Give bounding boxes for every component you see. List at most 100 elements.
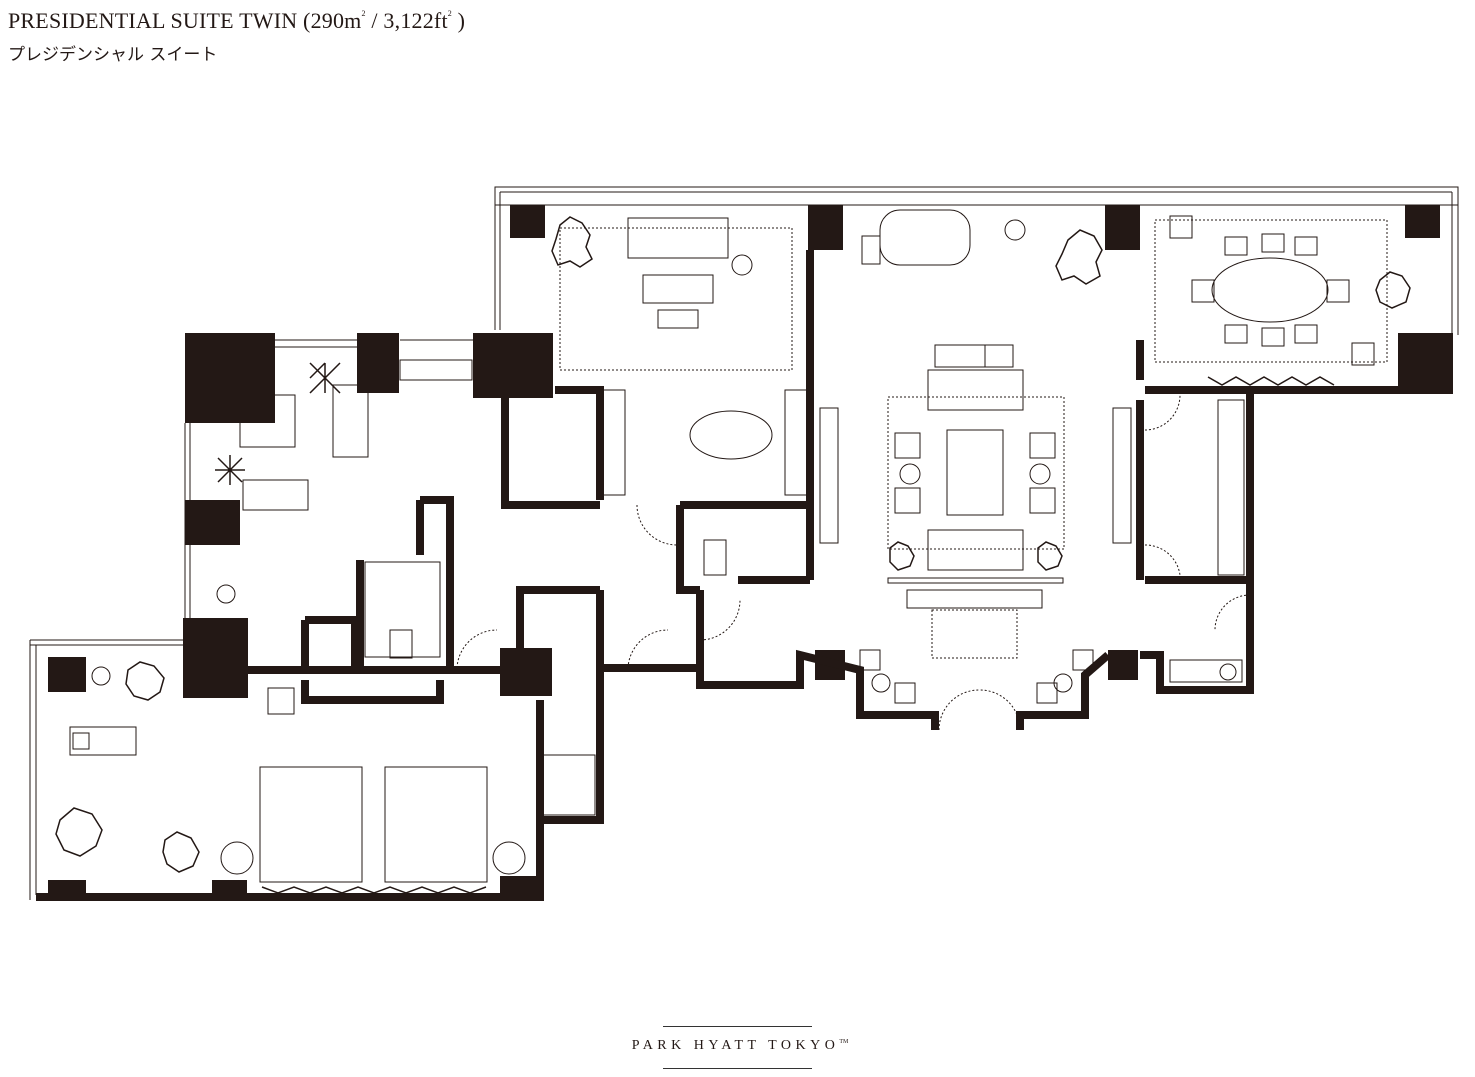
plan-element [1398, 333, 1453, 393]
plan-element [500, 648, 552, 696]
plan-element [819, 407, 839, 544]
plan-element [69, 726, 137, 756]
plan-element [48, 657, 86, 692]
plan-element [55, 807, 103, 857]
plan-element [861, 235, 881, 265]
plan-element [1191, 279, 1215, 303]
plan-element [1294, 236, 1318, 256]
plan-element [125, 661, 165, 701]
plan-element [894, 682, 916, 704]
plan-element [1211, 257, 1329, 323]
plan-element [1108, 650, 1138, 680]
footer-rule-top [663, 1026, 812, 1027]
plan-element [162, 831, 200, 873]
plan-element [216, 584, 236, 604]
plan-element [1261, 233, 1285, 253]
plan-element [627, 217, 729, 259]
plan-element [1224, 236, 1248, 256]
plan-element [261, 886, 487, 894]
plan-element [934, 344, 1014, 368]
plan-element [540, 590, 604, 824]
plan-element [696, 590, 939, 730]
plan-element [984, 344, 1014, 368]
plan-element [239, 394, 296, 448]
plan-element [887, 577, 1064, 584]
plan-element [551, 216, 593, 268]
plan-element [1326, 279, 1350, 303]
plan-element [657, 309, 699, 329]
plan-element [357, 333, 399, 393]
plan-element [364, 561, 441, 658]
plan-title: PRESIDENTIAL SUITE TWIN (290m2 / 3,122ft… [8, 8, 466, 33]
plan-element [946, 429, 1004, 516]
plan-element [1217, 399, 1245, 576]
plan-subtitle-japanese: プレジデンシャル スイート [8, 45, 218, 65]
plan-element [1169, 659, 1243, 683]
plan-element [1219, 663, 1237, 681]
plan-element [185, 333, 275, 423]
plan-element [1016, 651, 1111, 730]
walls [36, 250, 1453, 901]
plan-element [1004, 219, 1026, 241]
plan-element [384, 766, 488, 883]
plan-element [301, 616, 359, 674]
plan-element [539, 754, 596, 816]
plan-element [689, 410, 773, 460]
furniture [69, 209, 1388, 883]
plan-element [931, 609, 1018, 659]
plan-element [1112, 407, 1132, 544]
plan-element [555, 386, 604, 500]
plan-element [899, 463, 921, 485]
plan-element [492, 841, 526, 875]
plan-element [242, 479, 309, 511]
plan-element [1105, 205, 1140, 250]
plan-element [1294, 324, 1318, 344]
footer-rule-bottom [663, 1068, 812, 1069]
curtain-zigzags [261, 376, 1335, 894]
plan-element [676, 505, 700, 594]
plan-element [887, 396, 1065, 550]
plan-element [1405, 205, 1440, 238]
plan-element [36, 700, 544, 901]
plan-element [220, 841, 254, 875]
plan-element [259, 766, 363, 883]
plan-element [309, 362, 341, 394]
plan-element [332, 384, 369, 458]
plan-element [1140, 390, 1254, 694]
plan-element [927, 529, 1024, 571]
plan-element [894, 432, 921, 459]
plan-element [906, 589, 1043, 609]
plan-element [559, 227, 793, 371]
plan-element [784, 389, 808, 496]
plants [55, 216, 1411, 873]
plan-element [456, 394, 1251, 669]
plan-element [1375, 271, 1411, 309]
plan-element [731, 254, 753, 276]
plan-element [938, 689, 1021, 731]
plan-element [859, 649, 881, 671]
plan-element [501, 390, 600, 509]
plan-element [1351, 342, 1375, 366]
plan-element [267, 687, 295, 715]
plan-element [1261, 327, 1285, 347]
plan-element [642, 274, 714, 304]
plan-element [185, 500, 240, 545]
plan-element [360, 496, 454, 674]
plan-element [72, 732, 90, 750]
structural-columns [48, 205, 1453, 900]
plan-element [494, 186, 1459, 206]
plan-element [389, 629, 413, 659]
plan-element [301, 680, 444, 704]
window-lines [29, 186, 1459, 900]
plan-element [871, 673, 891, 693]
plan-element [1072, 649, 1094, 671]
plan-element [1169, 215, 1193, 239]
brand-logo: PARK HYATT TOKYOTM [631, 1038, 849, 1053]
plan-element [927, 369, 1024, 411]
plan-element [602, 389, 626, 496]
plan-element [703, 539, 727, 576]
plan-element [1036, 682, 1058, 704]
plan-element [91, 666, 111, 686]
plan-element [215, 455, 245, 485]
